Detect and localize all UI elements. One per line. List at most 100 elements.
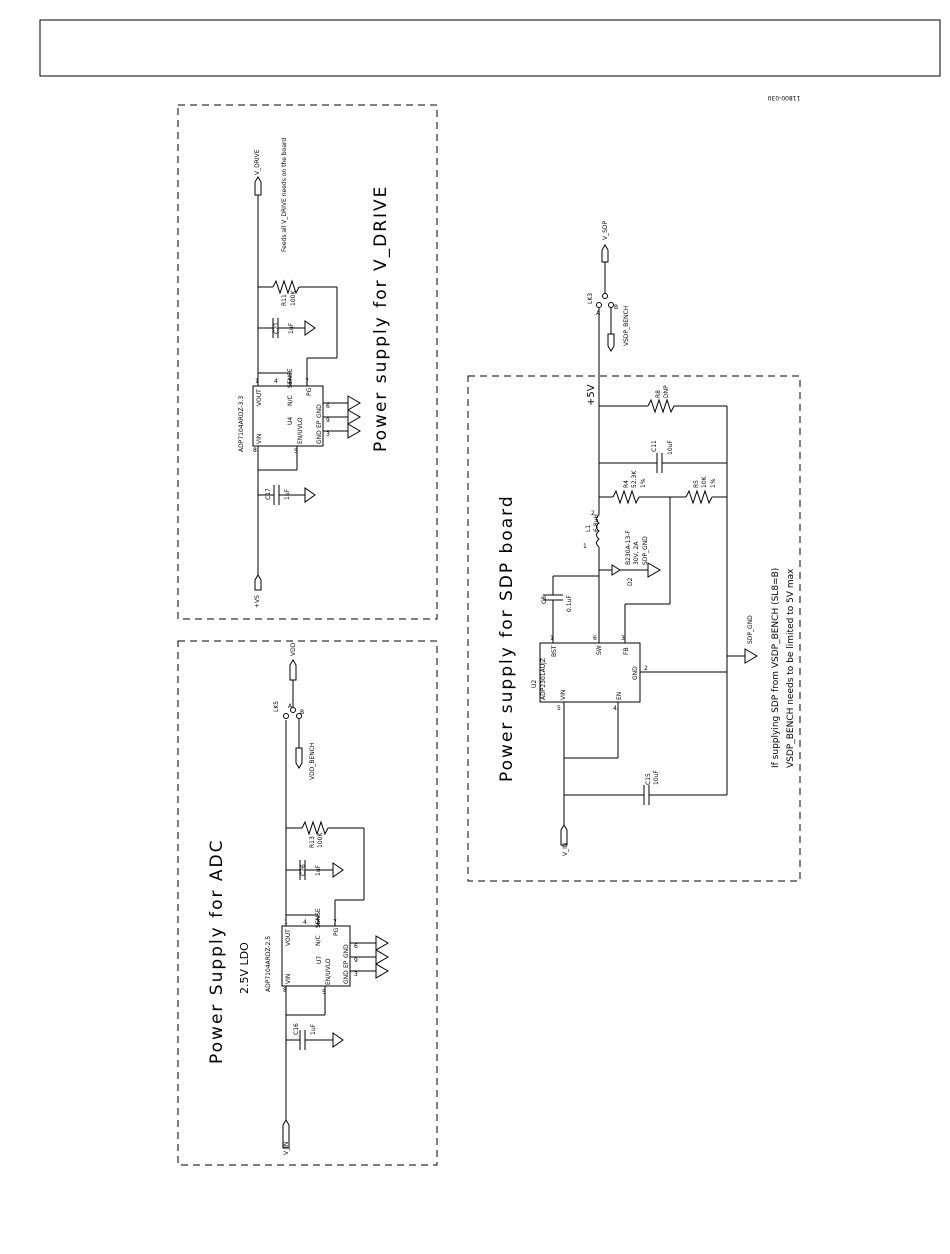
adc-u7-pin-vout: VOUT xyxy=(285,929,292,946)
sdp-lk3-pin-a xyxy=(596,302,602,308)
sdp-r8-ref: R8 xyxy=(655,390,662,398)
sdp-r8-value: DNP xyxy=(663,385,670,398)
sdp-r4-value2: 1% xyxy=(640,478,647,488)
sdp-vin-port xyxy=(560,824,568,846)
adc-u7-ground-1 xyxy=(375,935,389,951)
sdp-l1-ref: L1 xyxy=(585,525,592,532)
sdp-d2-diode xyxy=(611,564,621,576)
vdrive-u4-pin-nc: N/C xyxy=(287,395,294,406)
sdp-d2-ref: D2 xyxy=(627,577,634,586)
adc-section: Power Supply for ADC 2.5V LDO V_IN C16 1… xyxy=(207,642,389,1155)
adc-c16-ground xyxy=(332,1032,344,1048)
vdrive-u4-pin-pg: PG xyxy=(306,387,313,396)
adc-vdd-label: VDD xyxy=(290,642,297,656)
adc-c26-ref: C26 xyxy=(300,864,307,876)
adc-vdd-port xyxy=(289,659,297,681)
sdp-c15-value: 10uF xyxy=(653,770,660,785)
vdrive-u4-ground-3 xyxy=(347,423,361,439)
adc-lk5-pin-a xyxy=(290,707,296,713)
vdrive-note: Feeds all V_DRIVE needs on the board xyxy=(281,138,288,252)
document-id: 11800-030 xyxy=(767,94,800,101)
sdp-r4-value1: 52.3K xyxy=(631,470,638,488)
vdrive-u4-pinnum-6: 6 xyxy=(326,403,330,410)
sdp-u2-pin-fb: FB xyxy=(623,647,630,655)
sdp-section: Power supply for SDP board V_SDP LK3 A B… xyxy=(497,220,796,856)
vdrive-u4-pinnum-5: 5 xyxy=(294,448,298,455)
adc-title: Power Supply for ADC xyxy=(207,838,227,1064)
sdp-lk3-ref: LK3 xyxy=(587,293,594,304)
adc-u7-pinnum-5: 5 xyxy=(322,989,326,996)
sdp-bench-port xyxy=(607,333,615,352)
sdp-u2-pin-bst: BST xyxy=(551,645,558,657)
sdp-u2-pinnum-6: 6 xyxy=(593,635,597,642)
sdp-u2-pinnum-2: 2 xyxy=(644,665,648,672)
sdp-lk3-pin-b xyxy=(608,302,614,308)
adc-u7-ground-3 xyxy=(375,963,389,979)
adc-u7-pinnum-8: 8 xyxy=(283,987,287,994)
adc-u7-pinnum-4: 4 xyxy=(303,919,307,926)
vdrive-c17-value: 1uF xyxy=(284,488,291,500)
adc-u7-ground-2 xyxy=(375,949,389,965)
sdp-r4-resistor xyxy=(612,489,640,505)
sdp-l1-inductor xyxy=(596,514,600,548)
vdrive-c21-ref: C21 xyxy=(273,322,280,334)
vdrive-u4-pinnum-4: 4 xyxy=(274,378,278,385)
sdp-u2-pin-sw: SW xyxy=(596,645,603,655)
sdp-d2-part: B230A-13-F xyxy=(625,529,632,565)
sdp-u2-part: ADP2301AUJZ xyxy=(540,658,547,700)
sdp-vin-label: V_IN xyxy=(562,843,569,856)
adc-bench-port xyxy=(295,747,303,769)
adc-r13-resistor xyxy=(301,820,329,836)
sdp-note-2: VSDP_BENCH needs to be limited to 5V max xyxy=(786,568,796,768)
adc-lk5-pin-c xyxy=(283,713,289,719)
adc-lk5-b: B xyxy=(300,709,304,716)
adc-c16-ref: C16 xyxy=(293,1023,300,1035)
vdrive-u4-ground-2 xyxy=(347,409,361,425)
adc-vin-label: V_IN xyxy=(283,1142,290,1155)
vdrive-u4-body xyxy=(252,385,324,447)
vdrive-u4-pin-gnd2: GND xyxy=(316,404,323,418)
adc-c26-ground xyxy=(332,862,344,878)
sdp-note-1: If supplying SDP from VSDP_BENCH (SL8=B) xyxy=(771,568,781,768)
adc-u7-part: ADP7104ARDZ-2.5 xyxy=(265,936,272,992)
sdp-u2-body xyxy=(539,642,641,703)
vdrive-vs-label: +VS xyxy=(254,595,261,608)
sdp-r5-value2: 1% xyxy=(710,478,717,488)
adc-u7-pin-gnd2: GND xyxy=(343,944,350,958)
adc-u7-pin-ep: EP xyxy=(343,960,350,968)
adc-u7-pinnum-3: 3 xyxy=(354,971,358,978)
sdp-u2-pin-vin: VIN xyxy=(560,690,567,700)
sdp-c11-ref: C11 xyxy=(651,440,658,452)
adc-r13-ref: R13 xyxy=(309,836,316,848)
sdp-d2-gndnet: SDP_GND xyxy=(642,536,649,565)
adc-lk5-ref: LK5 xyxy=(273,701,280,712)
vdrive-c17-ground xyxy=(304,487,316,503)
sdp-c11-value: 10uF xyxy=(667,440,674,455)
sdp-bench-label: VSDP_BENCH xyxy=(623,306,630,346)
sdp-lk3-b: B xyxy=(614,304,618,311)
title-block-frame xyxy=(39,19,941,77)
sdp-r4-ref: R4 xyxy=(623,480,630,488)
adc-lk5-pin-b xyxy=(296,713,302,719)
adc-r13-value: 100K xyxy=(317,832,324,848)
vdrive-u4-pin-en: EN/UVLO xyxy=(297,417,304,444)
vdrive-vs-port xyxy=(254,574,262,591)
vdrive-u4-pinnum-1: 1 xyxy=(255,378,259,385)
sdp-u2-pinnum-1: 1 xyxy=(550,635,554,642)
vdrive-u4-ref: U4 xyxy=(287,417,294,425)
sdp-vsdp-port xyxy=(601,244,609,263)
sdp-c8-value: 0.1uF xyxy=(566,595,573,612)
sdp-d2-ground xyxy=(647,562,661,578)
vdrive-u4-pin-vout: VOUT xyxy=(256,389,263,406)
sdp-d2-rating: 30V, 2A xyxy=(633,541,640,565)
sdp-section-box xyxy=(467,375,801,882)
sdp-r5-resistor xyxy=(685,489,713,505)
adc-bench-label: VDD_BENCH xyxy=(309,743,316,780)
vdrive-r11-resistor xyxy=(272,279,300,295)
sdp-u2-pin-gnd: GND xyxy=(632,666,639,680)
vdrive-out-label: V_DRIVE xyxy=(254,149,261,175)
adc-lk5-a: A xyxy=(288,703,293,710)
sdp-r8-resistor xyxy=(647,398,675,414)
adc-u7-body xyxy=(281,925,351,987)
